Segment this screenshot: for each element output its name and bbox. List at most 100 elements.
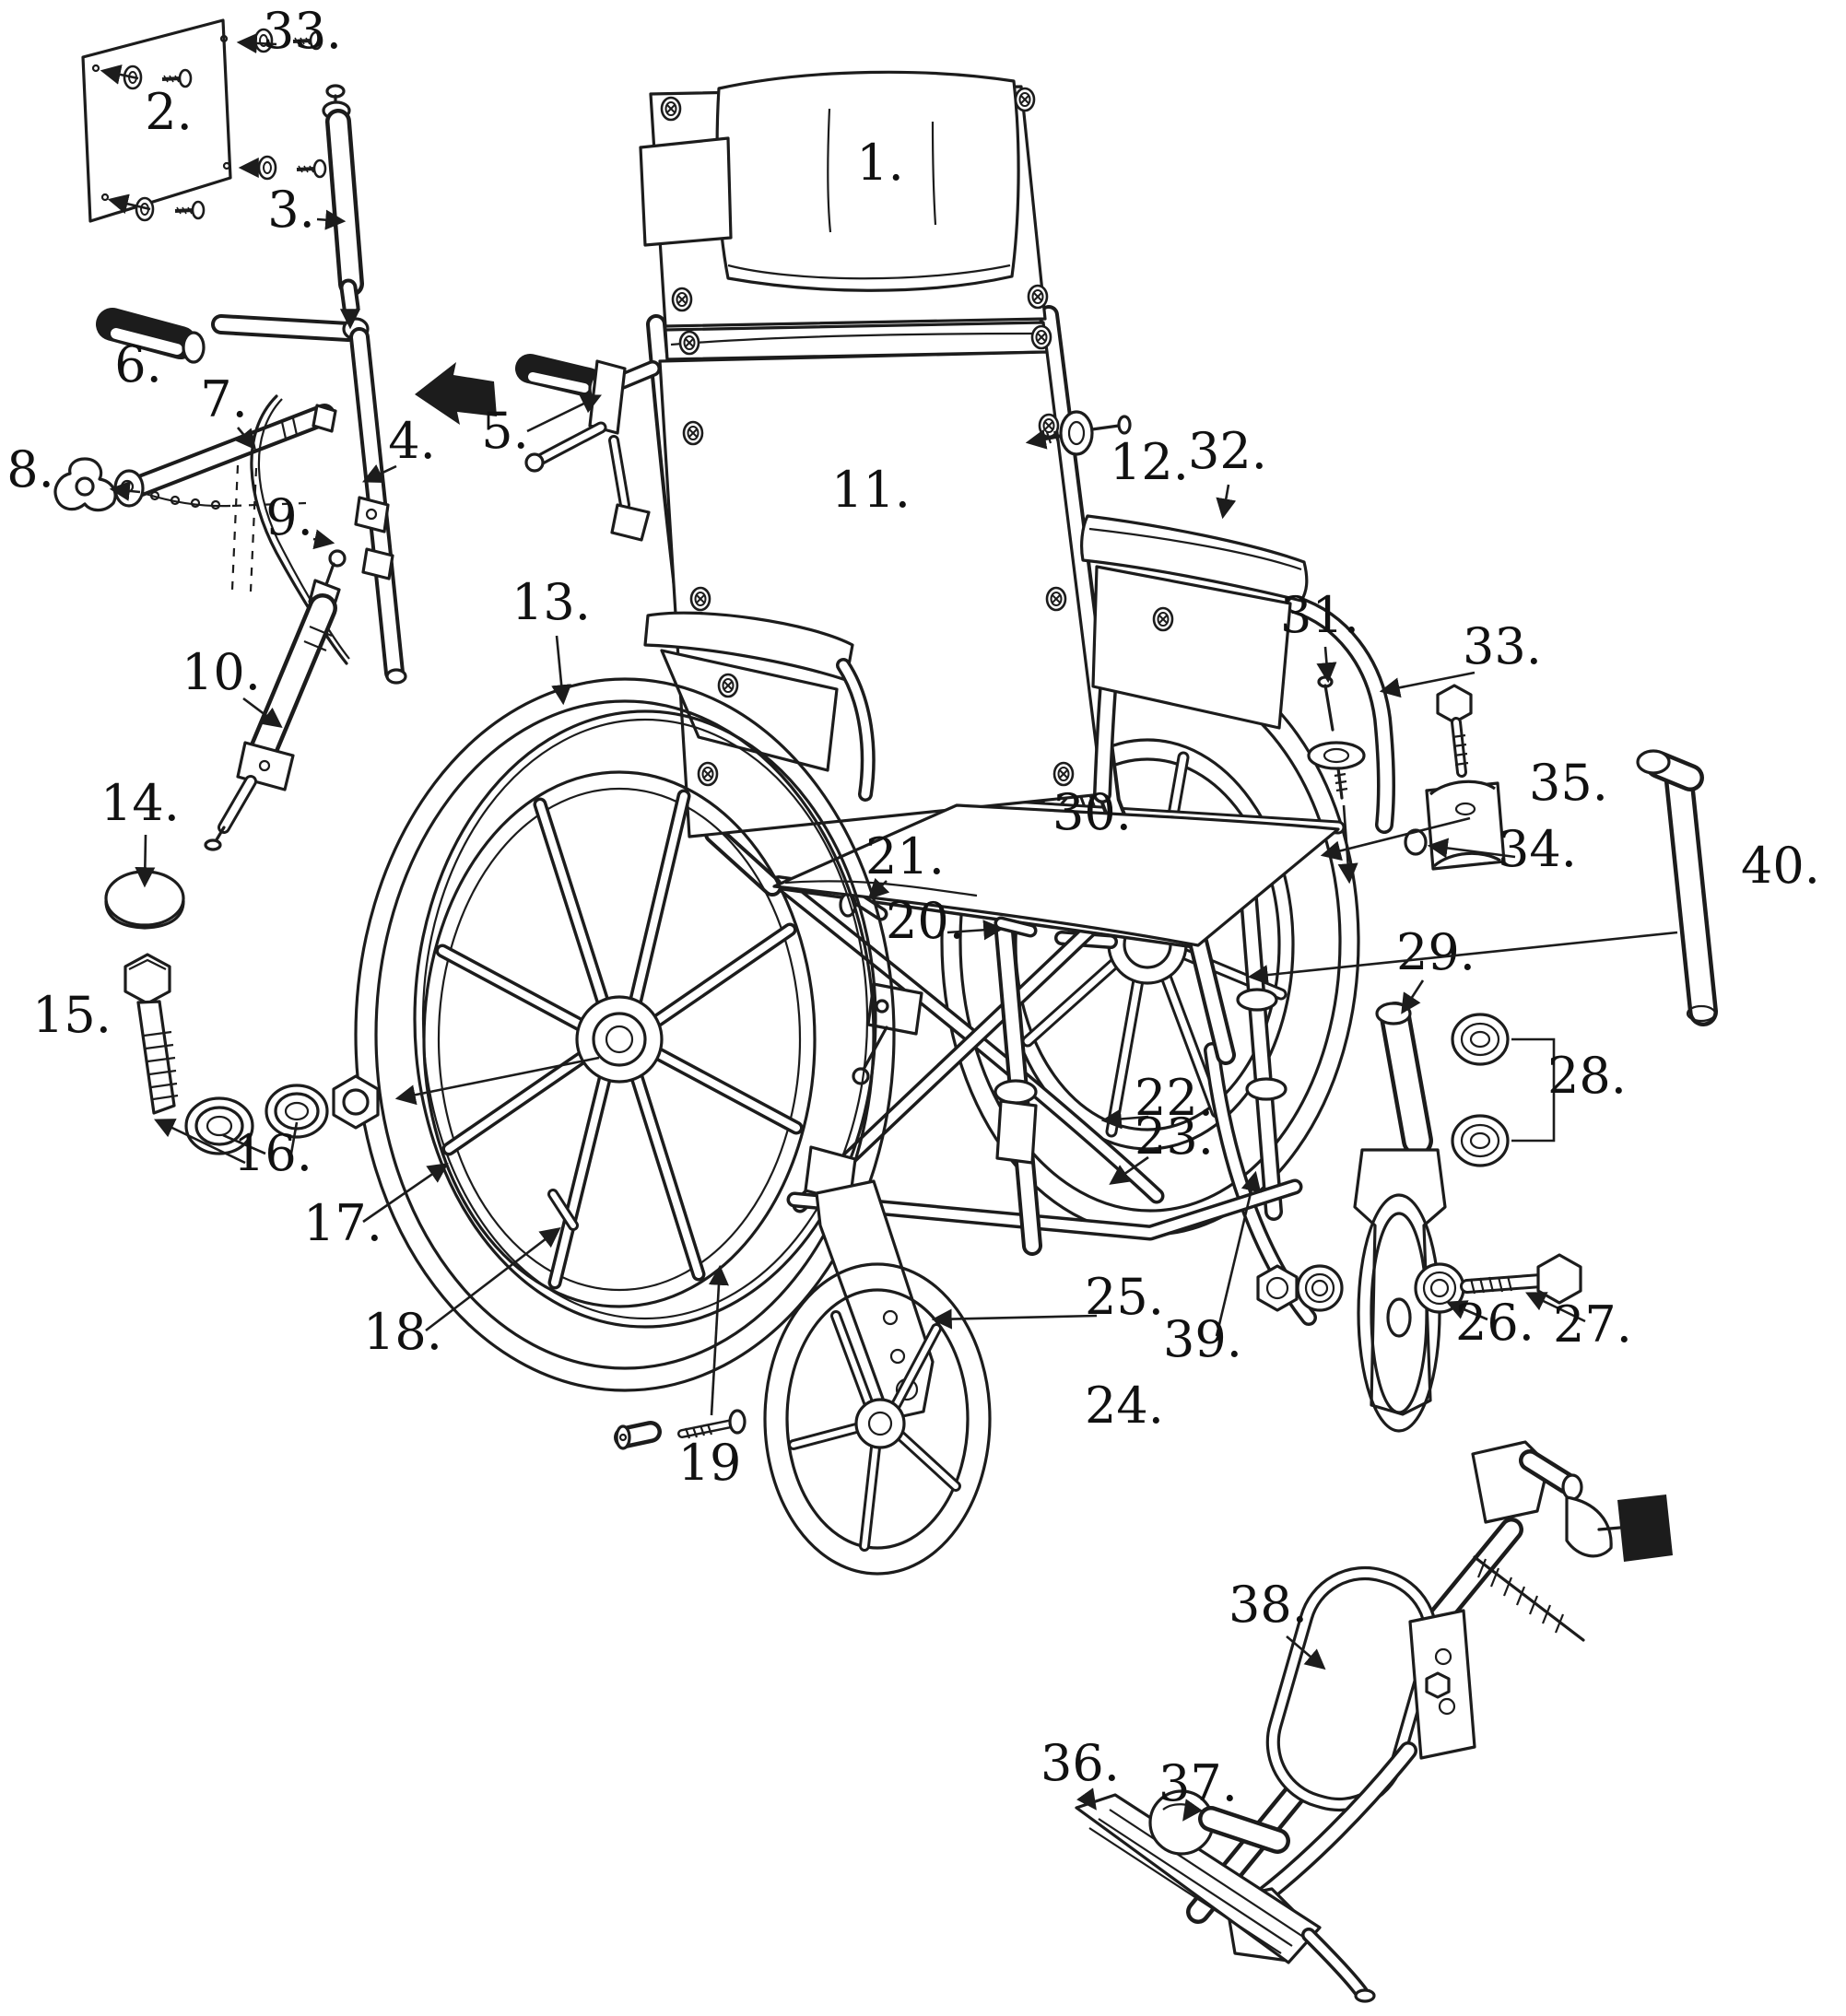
part-6-label: 6. xyxy=(114,335,162,393)
part-20-leader xyxy=(947,920,1005,941)
part-22-label: 22. xyxy=(1135,1069,1214,1127)
exploded-back-group xyxy=(53,18,407,851)
clamp-hardware xyxy=(1404,684,1506,871)
axle-bearings xyxy=(184,1084,329,1155)
part-21-label: 21. xyxy=(865,827,945,885)
leader-31-seat xyxy=(1337,804,1358,885)
direction-arrow xyxy=(415,362,497,425)
axle-bolt xyxy=(123,953,179,1115)
extension-tube xyxy=(322,84,364,317)
part-32-label: 32. xyxy=(1188,422,1267,480)
part-33b-leader xyxy=(1379,671,1476,698)
part-16-leader xyxy=(154,1119,246,1165)
clamp-bolt-head xyxy=(1436,684,1473,724)
part-16-bracket-0 xyxy=(222,1133,266,1155)
part-31-leader xyxy=(1316,646,1337,684)
leader-12-screw xyxy=(1025,428,1061,450)
back-upholstery-panel xyxy=(658,350,1104,838)
part-12-label: 12. xyxy=(1110,433,1189,491)
caster-bearings xyxy=(1451,1013,1510,1167)
part-31-label: 31. xyxy=(1280,586,1359,644)
headrest-strap xyxy=(639,136,733,247)
part-13-label: 13. xyxy=(511,573,591,631)
handgrip xyxy=(96,308,206,364)
leader-panel2-a xyxy=(100,64,139,85)
part-36-leader xyxy=(1076,1787,1097,1811)
part-33b-label: 33. xyxy=(1463,617,1542,675)
part-16-bracket-1 xyxy=(289,1121,299,1155)
part-10-leader xyxy=(242,697,283,728)
part-5-leader xyxy=(526,394,602,433)
caster-left-spokes xyxy=(788,1310,961,1552)
armrest-left xyxy=(643,611,876,802)
part-30-label: 30. xyxy=(1052,783,1132,841)
part-23-label: 23. xyxy=(1135,1108,1214,1166)
leader-40-pole xyxy=(1247,931,1678,986)
part-33a-leader xyxy=(236,32,277,53)
anti-tip-pole xyxy=(1636,749,1718,1026)
legrest-assembly xyxy=(1075,1440,1673,2003)
frame-collar xyxy=(1236,988,1278,1012)
part-34-label: 34. xyxy=(1498,820,1577,878)
part-18-leader xyxy=(425,1226,561,1332)
part-21-leader xyxy=(867,877,890,900)
caster-axle-bolt xyxy=(614,1409,747,1450)
frame-collar xyxy=(1245,1077,1287,1101)
part-29-leader xyxy=(1401,979,1425,1014)
part-29-label: 29. xyxy=(1396,923,1476,981)
release-knob xyxy=(1617,1494,1673,1562)
part-16-label: 16. xyxy=(233,1124,312,1182)
caster-right-exploded xyxy=(1256,1002,1582,1433)
part-37-label: 37. xyxy=(1158,1754,1238,1812)
part-1-label: 1. xyxy=(856,134,904,192)
part-39-leader xyxy=(1215,1170,1262,1337)
part-25-label: 25. xyxy=(1085,1268,1164,1326)
part-18-label: 18. xyxy=(363,1303,442,1361)
rear-wheel-left-hub xyxy=(575,995,664,1084)
handrim xyxy=(413,709,877,1329)
part-33a-label: 33. xyxy=(263,2,342,60)
armrest-right xyxy=(1080,514,1396,834)
calf-pad xyxy=(1265,1565,1439,1812)
caster-left xyxy=(763,1145,992,1576)
part-15-label: 15. xyxy=(32,986,112,1044)
axle-hardware xyxy=(104,870,380,1155)
part-36-label: 36. xyxy=(1041,1734,1120,1792)
part-17-label: 17. xyxy=(303,1194,382,1252)
star-knob xyxy=(53,457,117,512)
rear-wheel-left xyxy=(354,677,896,1392)
wheel-lock-linkage xyxy=(852,982,923,1085)
part-35-label: 35. xyxy=(1529,754,1608,812)
part-5-label: 5. xyxy=(481,402,529,460)
part-19-label: 19 xyxy=(678,1434,742,1492)
part-11-label: 11. xyxy=(831,461,911,519)
part-20-label: 20. xyxy=(886,892,965,950)
leader-panel2-b xyxy=(107,193,151,215)
part-7-label: 7. xyxy=(200,370,248,428)
part-39-label: 39. xyxy=(1163,1310,1242,1368)
frame-plug xyxy=(1404,828,1428,856)
part-38-label: 38. xyxy=(1229,1576,1308,1634)
part-labels-layer: 1.2.3.4.5.6.7.8.9.10.11.12.13.14.15.16.1… xyxy=(6,2,1820,1822)
part-13-leader xyxy=(551,635,572,706)
part-28-label: 28. xyxy=(1547,1047,1627,1105)
part-32-leader xyxy=(1216,484,1237,520)
part-23-leader xyxy=(1109,1155,1149,1185)
part-26-leader xyxy=(1445,1300,1488,1321)
part-25-leader xyxy=(931,1308,1098,1330)
part-22-leader xyxy=(1100,1108,1149,1130)
leader-axle xyxy=(394,1056,600,1106)
part-10-label: 10. xyxy=(182,643,261,701)
hydraulic-cylinder xyxy=(204,549,347,851)
part-7-leader xyxy=(235,427,257,451)
rear-wheel-left-spokes xyxy=(435,789,804,1290)
part-28-bracket-0 xyxy=(1511,1037,1556,1143)
part-4-leader xyxy=(362,464,397,483)
leader-knob8 xyxy=(109,480,141,501)
part-37-leader xyxy=(1182,1799,1203,1822)
part-14-leader xyxy=(135,834,156,888)
axle-nut xyxy=(332,1074,380,1130)
part-40-label: 40. xyxy=(1741,837,1820,895)
